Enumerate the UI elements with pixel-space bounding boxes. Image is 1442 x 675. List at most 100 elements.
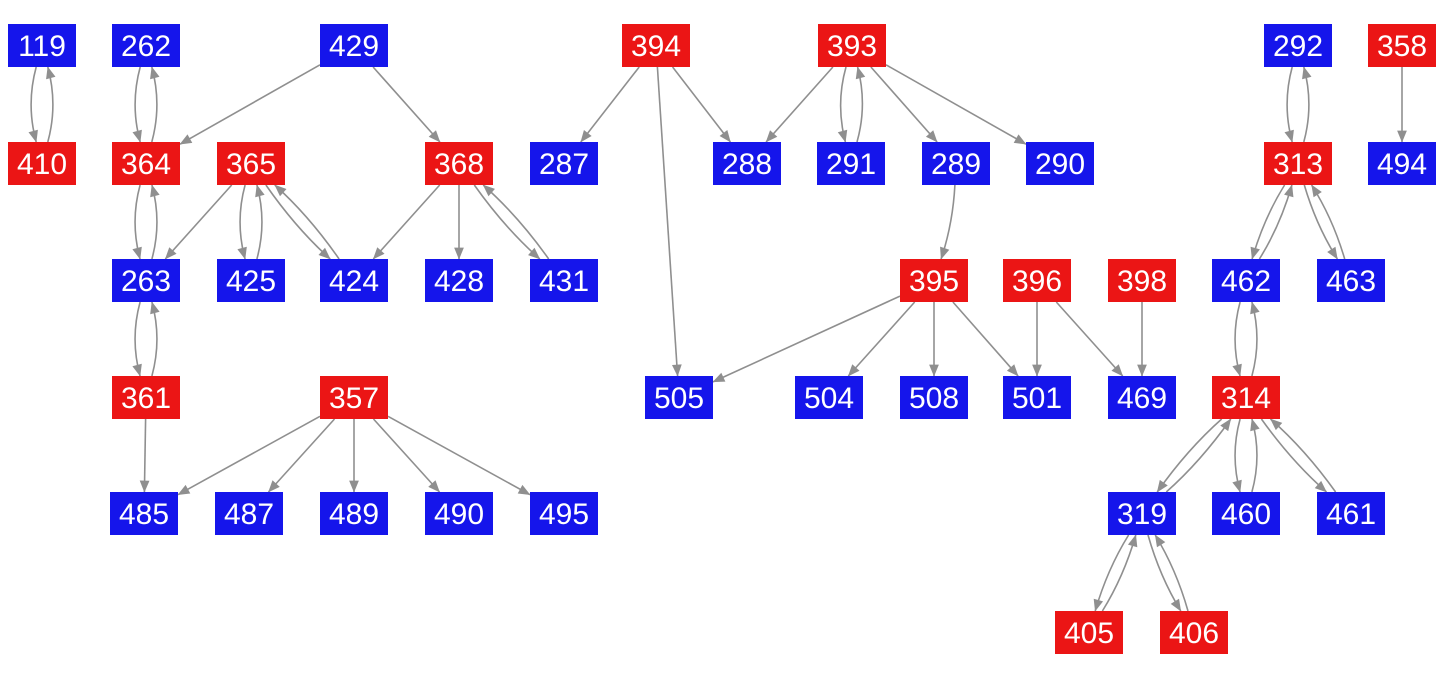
graph-node-394: 394 (622, 24, 690, 67)
edge-319-406 (1147, 534, 1182, 612)
edge-361-485 (139, 418, 150, 493)
edge-395-501 (952, 301, 1019, 377)
edge-313-463 (1303, 184, 1339, 260)
node-label: 361 (121, 382, 171, 415)
node-label: 394 (631, 30, 681, 63)
node-label: 428 (434, 265, 484, 298)
node-label: 425 (226, 265, 276, 298)
node-box (1026, 142, 1094, 185)
graph-node-290: 290 (1026, 142, 1094, 185)
edge-314-462 (1250, 301, 1260, 377)
node-box (795, 376, 863, 419)
node-label: 395 (909, 265, 959, 298)
graph-node-424: 424 (320, 259, 388, 302)
graph-node-357: 357 (320, 376, 388, 419)
edge-365-424 (265, 184, 331, 260)
node-label: 292 (1273, 30, 1323, 63)
graph-node-263: 263 (112, 259, 180, 302)
node-box (1368, 24, 1436, 67)
node-label: 365 (226, 148, 276, 181)
graph-node-461: 461 (1317, 492, 1385, 535)
graph-node-291: 291 (817, 142, 885, 185)
node-label: 313 (1273, 148, 1323, 181)
edge-394-288 (671, 66, 732, 143)
node-box (1003, 376, 1071, 419)
node-box (1055, 611, 1123, 654)
node-box (425, 492, 493, 535)
node-label: 291 (826, 148, 876, 181)
edge-405-319 (1101, 534, 1138, 612)
node-label: 431 (539, 265, 589, 298)
node-label: 119 (18, 30, 66, 63)
graph-node-287: 287 (530, 142, 598, 185)
node-box (530, 259, 598, 302)
node-box (622, 24, 690, 67)
graph-node-428: 428 (425, 259, 493, 302)
edge-361-263 (150, 301, 160, 377)
graph-node-319: 319 (1108, 492, 1176, 535)
node-box (425, 142, 493, 185)
node-label: 504 (804, 382, 854, 415)
node-label: 487 (224, 498, 274, 531)
graph-node-358: 358 (1368, 24, 1436, 67)
node-label: 508 (909, 382, 959, 415)
node-label: 469 (1117, 382, 1167, 415)
graph-node-505: 505 (645, 376, 713, 419)
node-box (320, 259, 388, 302)
node-box (112, 142, 180, 185)
node-box (1317, 259, 1385, 302)
node-label: 398 (1117, 265, 1167, 298)
graph-node-494: 494 (1368, 142, 1436, 185)
node-box (900, 259, 968, 302)
graph-node-289: 289 (922, 142, 990, 185)
edge-368-424 (372, 184, 441, 260)
node-box (217, 259, 285, 302)
edge-462-313 (1258, 184, 1294, 260)
node-label: 494 (1377, 148, 1427, 181)
node-label: 410 (17, 148, 67, 181)
graph-node-485: 485 (110, 492, 178, 535)
edge-394-287 (580, 66, 640, 143)
edge-314-461 (1260, 418, 1328, 493)
node-label: 505 (654, 382, 704, 415)
edge-425-365 (255, 184, 265, 260)
edge-357-487 (267, 418, 336, 493)
node-box (1264, 142, 1332, 185)
graph-node-487: 487 (215, 492, 283, 535)
node-box (1108, 259, 1176, 302)
graph-node-393: 393 (818, 24, 886, 67)
graph-node-405: 405 (1055, 611, 1123, 654)
node-box (1212, 376, 1280, 419)
graph-node-313: 313 (1264, 142, 1332, 185)
edge-462-314 (1232, 301, 1242, 377)
graph-node-396: 396 (1003, 259, 1071, 302)
edge-461-314 (1269, 418, 1337, 493)
node-box (112, 376, 180, 419)
graph-node-462: 462 (1212, 259, 1280, 302)
edge-394-505 (656, 66, 682, 377)
graph-node-425: 425 (217, 259, 285, 302)
edge-314-319 (1156, 418, 1223, 493)
graph-node-365: 365 (217, 142, 285, 185)
node-label: 463 (1326, 265, 1376, 298)
edge-119-410 (28, 66, 38, 143)
edge-396-469 (1055, 301, 1124, 377)
graph-node-406: 406 (1160, 611, 1228, 654)
graph-node-119: 119 (8, 24, 76, 67)
node-label: 357 (329, 382, 379, 415)
node-label: 364 (121, 148, 171, 181)
edge-319-314 (1165, 418, 1232, 493)
node-label: 393 (827, 30, 877, 63)
edge-263-361 (132, 301, 142, 377)
node-box (215, 492, 283, 535)
graph-node-288: 288 (713, 142, 781, 185)
node-label: 368 (434, 148, 484, 181)
graph-node-368: 368 (425, 142, 493, 185)
graph-node-395: 395 (900, 259, 968, 302)
edge-314-460 (1232, 418, 1242, 493)
edge-431-368 (482, 184, 550, 260)
node-box (1317, 492, 1385, 535)
